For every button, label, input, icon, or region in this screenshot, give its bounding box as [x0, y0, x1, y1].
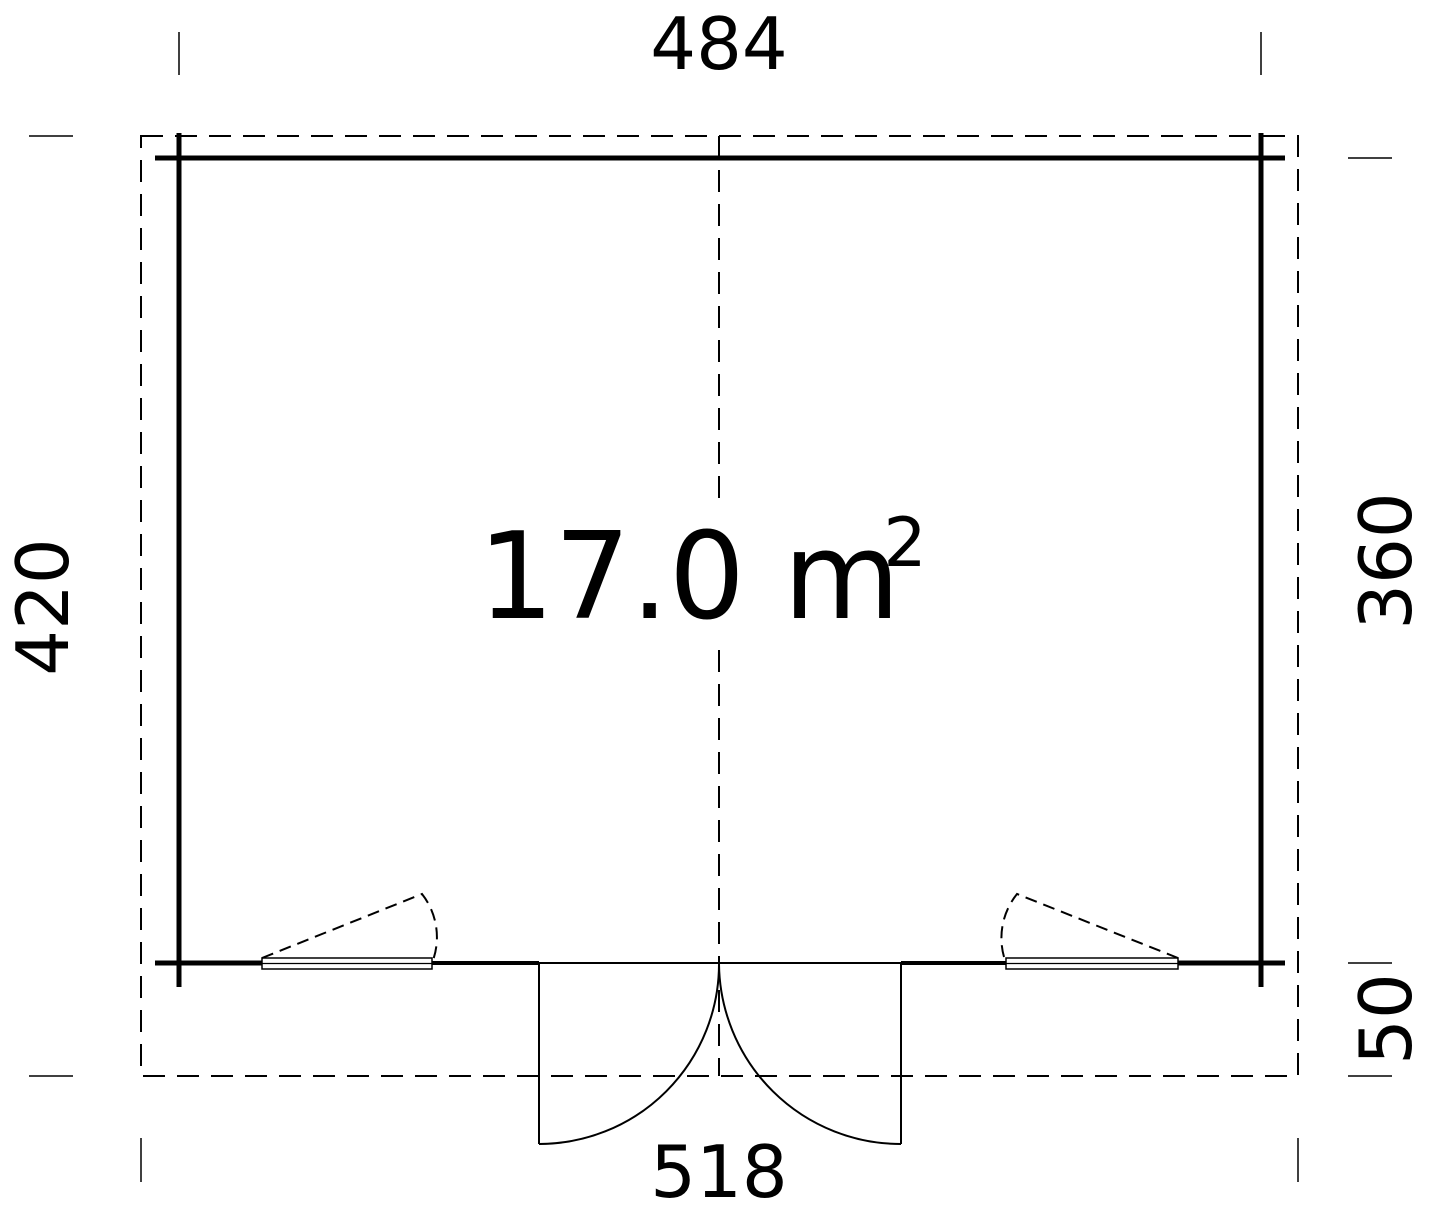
double-door — [538, 963, 902, 1145]
top-dimension-label: 484 — [650, 2, 787, 86]
right-window-swing — [1000, 892, 1179, 964]
left-window-swing — [261, 892, 438, 964]
right-dimension-label: 360 — [1344, 492, 1428, 629]
area-label: 17.0 m — [478, 508, 900, 647]
right-lower-dimension-label: 50 — [1344, 973, 1428, 1065]
right-window — [1000, 892, 1179, 970]
left-window — [261, 892, 438, 970]
left-dimension-label: 420 — [1, 538, 85, 675]
left-door-swing — [538, 963, 720, 1145]
right-door-swing — [718, 963, 902, 1145]
bottom-dimension-label: 518 — [650, 1130, 787, 1213]
area-superscript: 2 — [883, 504, 926, 583]
